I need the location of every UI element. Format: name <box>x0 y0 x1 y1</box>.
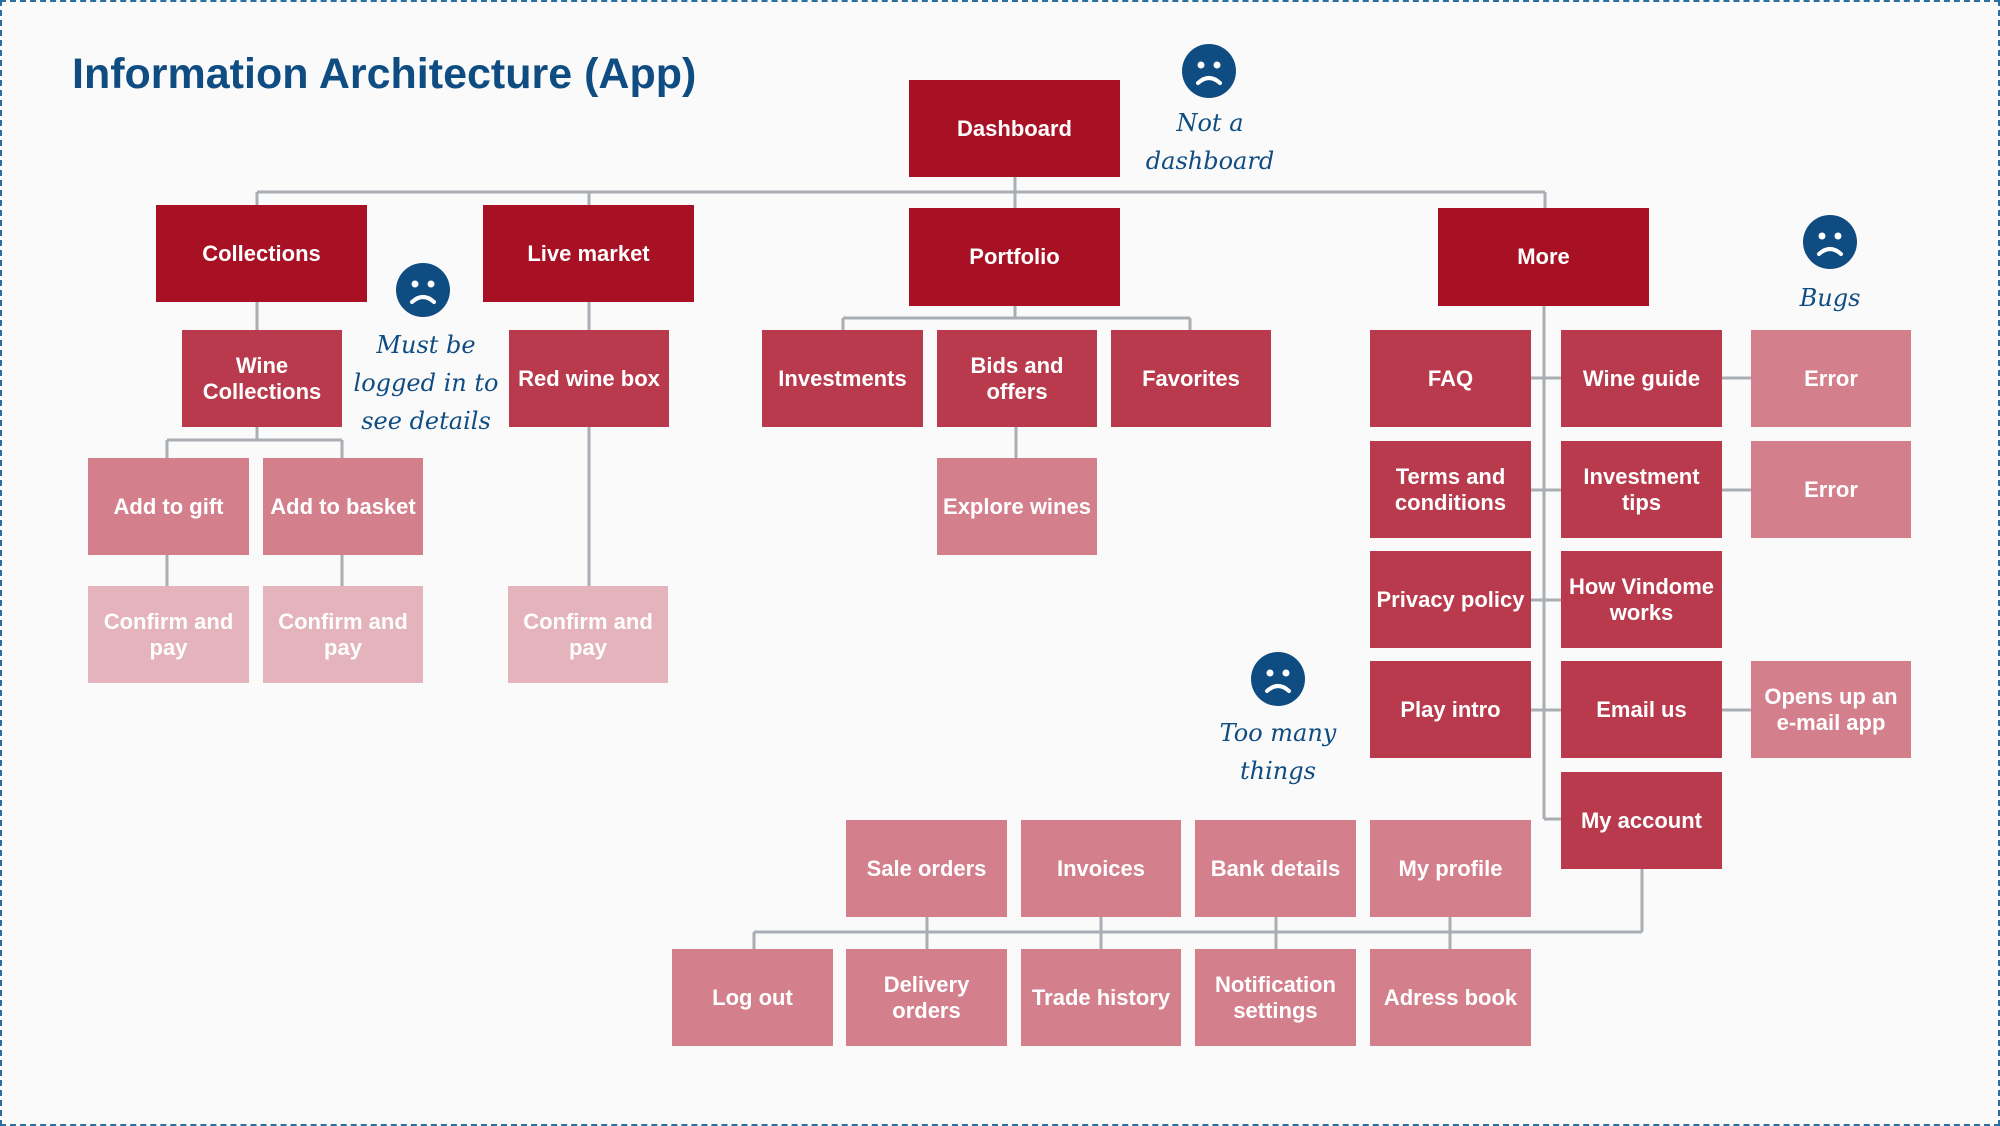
node-red-wine-box: Red wine box <box>509 330 669 427</box>
node-invoices: Invoices <box>1021 820 1181 917</box>
note-must-be-logged-in: Must be logged in to see details <box>343 326 509 440</box>
sad-face-icon <box>1803 215 1857 269</box>
node-bids-and-offers: Bids and offers <box>937 330 1097 427</box>
node-my-account: My account <box>1561 772 1722 869</box>
node-trade-history: Trade history <box>1021 949 1181 1046</box>
node-confirm-and-pay-gift: Confirm and pay <box>88 586 249 683</box>
node-address-book: Adress book <box>1370 949 1531 1046</box>
node-wine-guide: Wine guide <box>1561 330 1722 427</box>
node-opens-email-app: Opens up an e-mail app <box>1751 661 1911 758</box>
node-notification-settings: Notification settings <box>1195 949 1356 1046</box>
note-bugs: Bugs <box>1770 279 1890 317</box>
node-wine-collections: Wine Collections <box>182 330 342 427</box>
note-line: Not a <box>1176 109 1244 137</box>
note-line: Too many <box>1219 719 1337 747</box>
sad-face-icon <box>396 263 450 317</box>
note-line: dashboard <box>1145 147 1275 175</box>
node-investments: Investments <box>762 330 923 427</box>
note-line: things <box>1240 757 1316 785</box>
node-my-profile: My profile <box>1370 820 1531 917</box>
note-too-many-things: Too many things <box>1198 714 1358 790</box>
node-confirm-and-pay-basket: Confirm and pay <box>263 586 423 683</box>
node-log-out: Log out <box>672 949 833 1046</box>
node-delivery-orders: Delivery orders <box>846 949 1007 1046</box>
note-line: Bugs <box>1799 284 1861 312</box>
node-terms-and-conditions: Terms and conditions <box>1370 441 1531 538</box>
sad-face-icon <box>1182 44 1236 98</box>
node-favorites: Favorites <box>1111 330 1271 427</box>
node-portfolio: Portfolio <box>909 208 1120 306</box>
sad-face-icon <box>1251 652 1305 706</box>
node-more: More <box>1438 208 1649 306</box>
node-bank-details: Bank details <box>1195 820 1356 917</box>
node-explore-wines: Explore wines <box>937 458 1097 555</box>
note-line: see details <box>361 407 491 435</box>
note-line: logged in to <box>353 369 499 397</box>
node-dashboard: Dashboard <box>909 80 1120 177</box>
node-how-vindome-works: How Vindome works <box>1561 551 1722 648</box>
page-title: Information Architecture (App) <box>72 50 697 98</box>
note-line: Must be <box>376 331 476 359</box>
node-email-us: Email us <box>1561 661 1722 758</box>
node-add-to-basket: Add to basket <box>263 458 423 555</box>
node-confirm-and-pay-wine-box: Confirm and pay <box>508 586 668 683</box>
node-investment-tips: Investment tips <box>1561 441 1722 538</box>
node-error-investment-tips: Error <box>1751 441 1911 538</box>
node-faq: FAQ <box>1370 330 1531 427</box>
note-not-a-dashboard: Not a dashboard <box>1130 104 1290 180</box>
node-live-market: Live market <box>483 205 694 302</box>
node-error-wine-guide: Error <box>1751 330 1911 427</box>
node-sale-orders: Sale orders <box>846 820 1007 917</box>
node-collections: Collections <box>156 205 367 302</box>
node-play-intro: Play intro <box>1370 661 1531 758</box>
node-add-to-gift: Add to gift <box>88 458 249 555</box>
node-privacy-policy: Privacy policy <box>1370 551 1531 648</box>
